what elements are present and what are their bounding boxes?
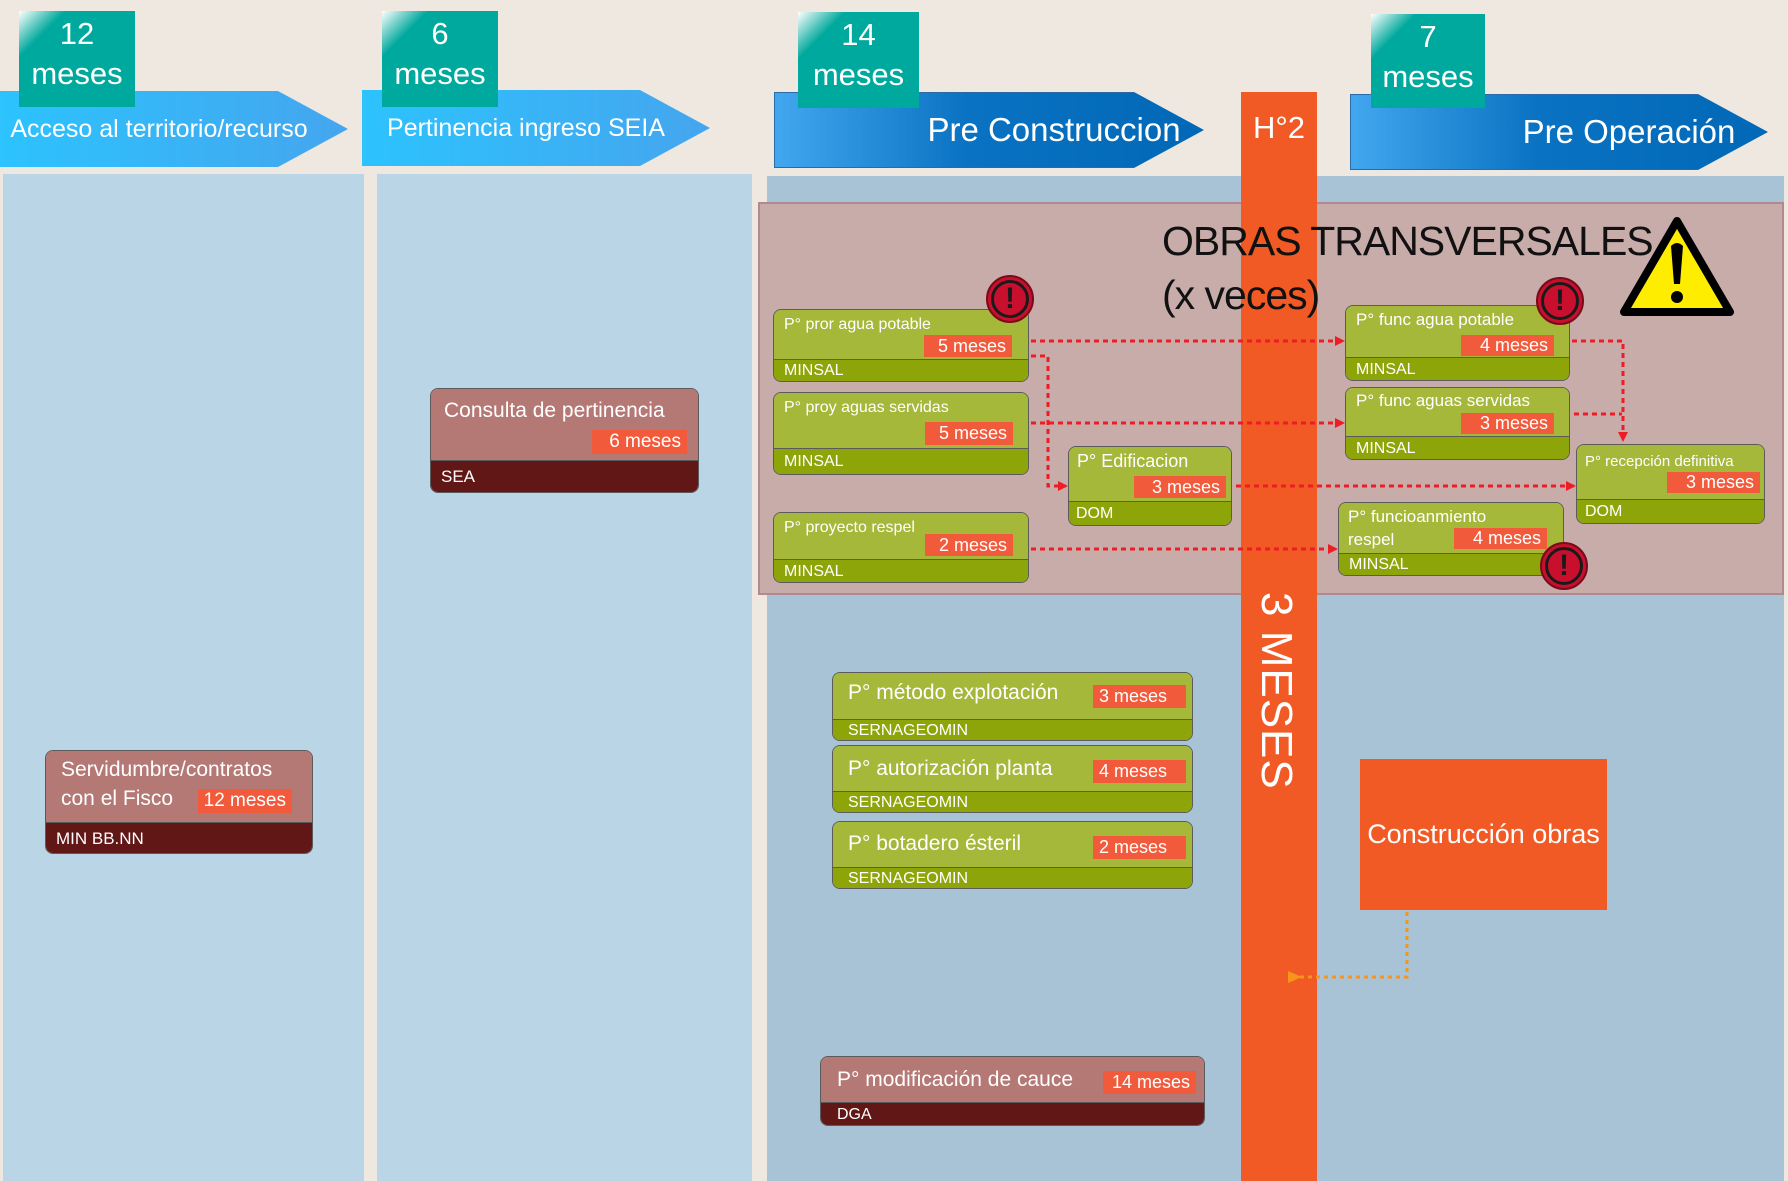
duration-pill: 3 meses <box>1667 472 1760 493</box>
card-title: P° func agua potable <box>1356 310 1515 329</box>
duration-pill: 4 meses <box>1461 335 1554 356</box>
column-pertinencia <box>377 174 752 1181</box>
phase-arrow-pertinencia: Pertinencia ingreso SEIA <box>362 90 710 166</box>
card-title: Consulta de pertinencia <box>444 399 665 422</box>
duration-pill: 2 meses <box>925 534 1013 556</box>
card-agency: MINSAL <box>1339 553 1563 575</box>
phase-arrow-preconstruccion: Pre Construccion <box>774 92 1204 168</box>
duration-number: 7 <box>1419 19 1437 54</box>
card-agency: MINSAL <box>774 359 1028 381</box>
duration-pill: 5 meses <box>925 422 1013 445</box>
card-func-agua-potable[interactable]: P° func agua potable 4 meses MINSAL <box>1345 305 1570 381</box>
card-agency: SERNAGEOMIN <box>833 867 1192 888</box>
card-agency: DGA <box>821 1102 1204 1125</box>
duration-number: 6 <box>431 16 449 51</box>
card-agency: MINSAL <box>774 448 1028 474</box>
card-proyecto-respel[interactable]: P° proyecto respel 2 meses MINSAL <box>773 512 1029 583</box>
duration-unit: meses <box>812 57 905 92</box>
card-agency: MIN BB.NN <box>46 822 312 853</box>
construccion-label: Construcción obras <box>1367 819 1600 849</box>
card-agency: MINSAL <box>774 559 1028 582</box>
card-agency: SERNAGEOMIN <box>833 791 1192 812</box>
duration-pill: 12 meses <box>198 789 292 813</box>
duration-number: 14 <box>841 17 876 52</box>
card-consulta-pertinencia[interactable]: Consulta de pertinencia 6 meses SEA <box>430 388 699 493</box>
duration-pill: 3 meses <box>1461 413 1554 434</box>
duration-pill: 3 meses <box>1093 685 1186 708</box>
card-title: P° Edificacion <box>1077 451 1189 471</box>
card-funcionamiento-respel[interactable]: P° funcioanmiento respel 4 meses MINSAL <box>1338 502 1564 576</box>
milestone-bar: H°2 3 MESES <box>1241 92 1317 1181</box>
duration-pill: 2 meses <box>1093 836 1186 859</box>
card-agency: MINSAL <box>1346 436 1569 459</box>
duration-badge-pertinencia: 6 meses <box>382 11 498 107</box>
title-line-2: (x veces) <box>1162 272 1320 318</box>
alert-icon: ! <box>986 275 1034 323</box>
card-botadero-esteril[interactable]: P° botadero ésteril 2 meses SERNAGEOMIN <box>832 821 1193 889</box>
card-title: Servidumbre/contratos <box>61 758 273 781</box>
card-agency: DOM <box>1577 499 1764 523</box>
warning-triangle-icon <box>1620 217 1734 316</box>
card-recepcion-definitiva[interactable]: P° recepción definitiva 3 meses DOM <box>1576 444 1765 524</box>
card-edificacion[interactable]: P° Edificacion 3 meses DOM <box>1068 446 1232 526</box>
phase-arrow-preoperacion: Pre Operación <box>1350 94 1768 170</box>
duration-pill: 4 meses <box>1093 760 1186 783</box>
card-modificacion-cauce[interactable]: P° modificación de cauce 14 meses DGA <box>820 1056 1205 1126</box>
card-metodo-explotacion[interactable]: P° método explotación 3 meses SERNAGEOMI… <box>832 672 1193 741</box>
card-servidumbre[interactable]: Servidumbre/contratos con el Fisco 12 me… <box>45 750 313 854</box>
card-title: P° botadero ésteril <box>848 832 1021 855</box>
duration-number: 12 <box>59 16 95 51</box>
duration-pill: 4 meses <box>1454 528 1547 549</box>
phase-label: Pre Operación <box>1522 113 1736 150</box>
card-title: P° pror agua potable <box>784 316 931 333</box>
card-proy-aguas-servidas[interactable]: P° proy aguas servidas 5 meses MINSAL <box>773 392 1029 475</box>
card-title: P° funcioanmiento <box>1348 507 1487 526</box>
milestone-label: H°2 <box>1252 110 1306 145</box>
phase-label: Pertinencia ingreso SEIA <box>387 113 665 142</box>
card-pror-agua-potable[interactable]: P° pror agua potable 5 meses MINSAL <box>773 309 1029 382</box>
card-autorizacion-planta[interactable]: P° autorización planta 4 meses SERNAGEOM… <box>832 745 1193 813</box>
card-title: respel <box>1348 530 1395 549</box>
alert-icon: ! <box>1536 277 1584 325</box>
card-agency: SERNAGEOMIN <box>833 719 1192 740</box>
card-title: P° proyecto respel <box>784 519 915 536</box>
duration-unit: meses <box>1382 59 1474 94</box>
duration-badge-preoperacion: 7 meses <box>1371 14 1485 108</box>
duration-pill: 6 meses <box>592 430 687 454</box>
construccion-obras-box[interactable]: Construcción obras <box>1360 759 1607 910</box>
duration-pill: 14 meses <box>1103 1071 1196 1094</box>
card-title: con el Fisco <box>61 787 174 810</box>
duration-pill: 5 meses <box>924 335 1012 357</box>
phase-label: Pre Construccion <box>927 111 1181 148</box>
duration-badge-acceso: 12 meses <box>19 11 135 107</box>
card-title: P° recepción definitiva <box>1585 453 1734 470</box>
card-agency: DOM <box>1069 501 1231 525</box>
card-title: P° modificación de cauce <box>837 1068 1074 1091</box>
card-agency: SEA <box>431 460 698 492</box>
duration-unit: meses <box>31 56 123 91</box>
duration-pill: 3 meses <box>1134 476 1226 498</box>
card-func-aguas-servidas[interactable]: P° func aguas servidas 3 meses MINSAL <box>1345 387 1570 460</box>
duration-unit: meses <box>394 56 486 91</box>
obras-transversales-title: OBRAS TRANSVERSALES (x veces) <box>1162 214 1654 322</box>
card-agency: MINSAL <box>1346 357 1569 380</box>
title-line-1: OBRAS TRANSVERSALES <box>1162 218 1654 264</box>
card-title: P° autorización planta <box>848 757 1053 780</box>
column-acceso <box>3 174 364 1181</box>
duration-badge-preconstruccion: 14 meses <box>798 12 919 108</box>
alert-icon: ! <box>1540 542 1588 590</box>
card-title: P° proy aguas servidas <box>784 399 949 416</box>
card-title: P° func aguas servidas <box>1356 391 1531 410</box>
phase-label: Acceso al territorio/recurso <box>10 114 308 143</box>
milestone-duration-label: 3 MESES <box>1252 592 1301 790</box>
card-title: P° método explotación <box>848 681 1059 704</box>
